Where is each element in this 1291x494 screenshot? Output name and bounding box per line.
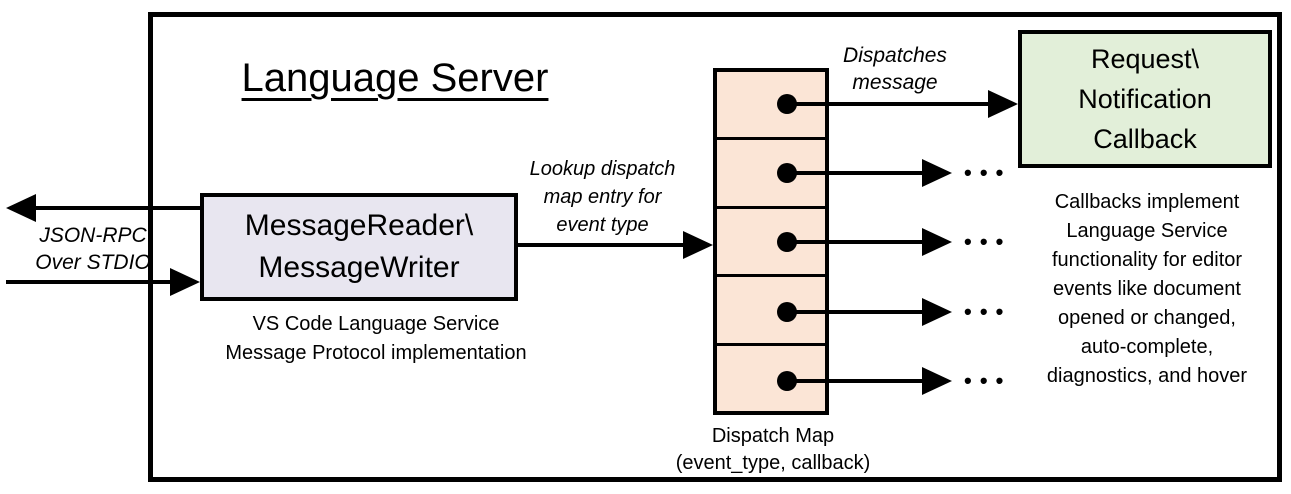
- message-reader-writer-box: MessageReader\ MessageWriter: [200, 193, 518, 301]
- lookup-dispatch-label: Lookup dispatch map entry for event type: [529, 158, 676, 236]
- ellipsis-icon: • • •: [964, 299, 1005, 324]
- callbacks-description: Callbacks implement Language Service fun…: [1046, 191, 1248, 387]
- json-rpc-stdio-label: JSON-RPC Over STDIO: [35, 224, 151, 274]
- diagram-title: Language Server: [200, 52, 590, 104]
- ellipsis-icon: • • •: [964, 368, 1005, 393]
- dispatches-message-label: Dispatches message: [843, 44, 947, 94]
- ellipsis-icon: • • •: [964, 229, 1005, 254]
- dispatch-map-cell: [717, 209, 825, 278]
- dispatch-map-cell: [717, 346, 825, 411]
- message-reader-writer-caption: VS Code Language Service Message Protoco…: [225, 313, 527, 364]
- dispatch-map-cell: [717, 72, 825, 141]
- ellipsis-icon: • • •: [964, 160, 1005, 185]
- dispatch-map-caption: Dispatch Map (event_type, callback): [675, 425, 871, 474]
- dispatch-map-cell: [717, 140, 825, 209]
- dispatch-map-cell: [717, 277, 825, 346]
- outbound-arrowhead-icon: [6, 194, 36, 222]
- request-notification-callback-box: Request\ Notification Callback: [1018, 30, 1272, 168]
- dispatch-map: [713, 68, 829, 415]
- diagram-title-text: Language Server: [241, 56, 549, 100]
